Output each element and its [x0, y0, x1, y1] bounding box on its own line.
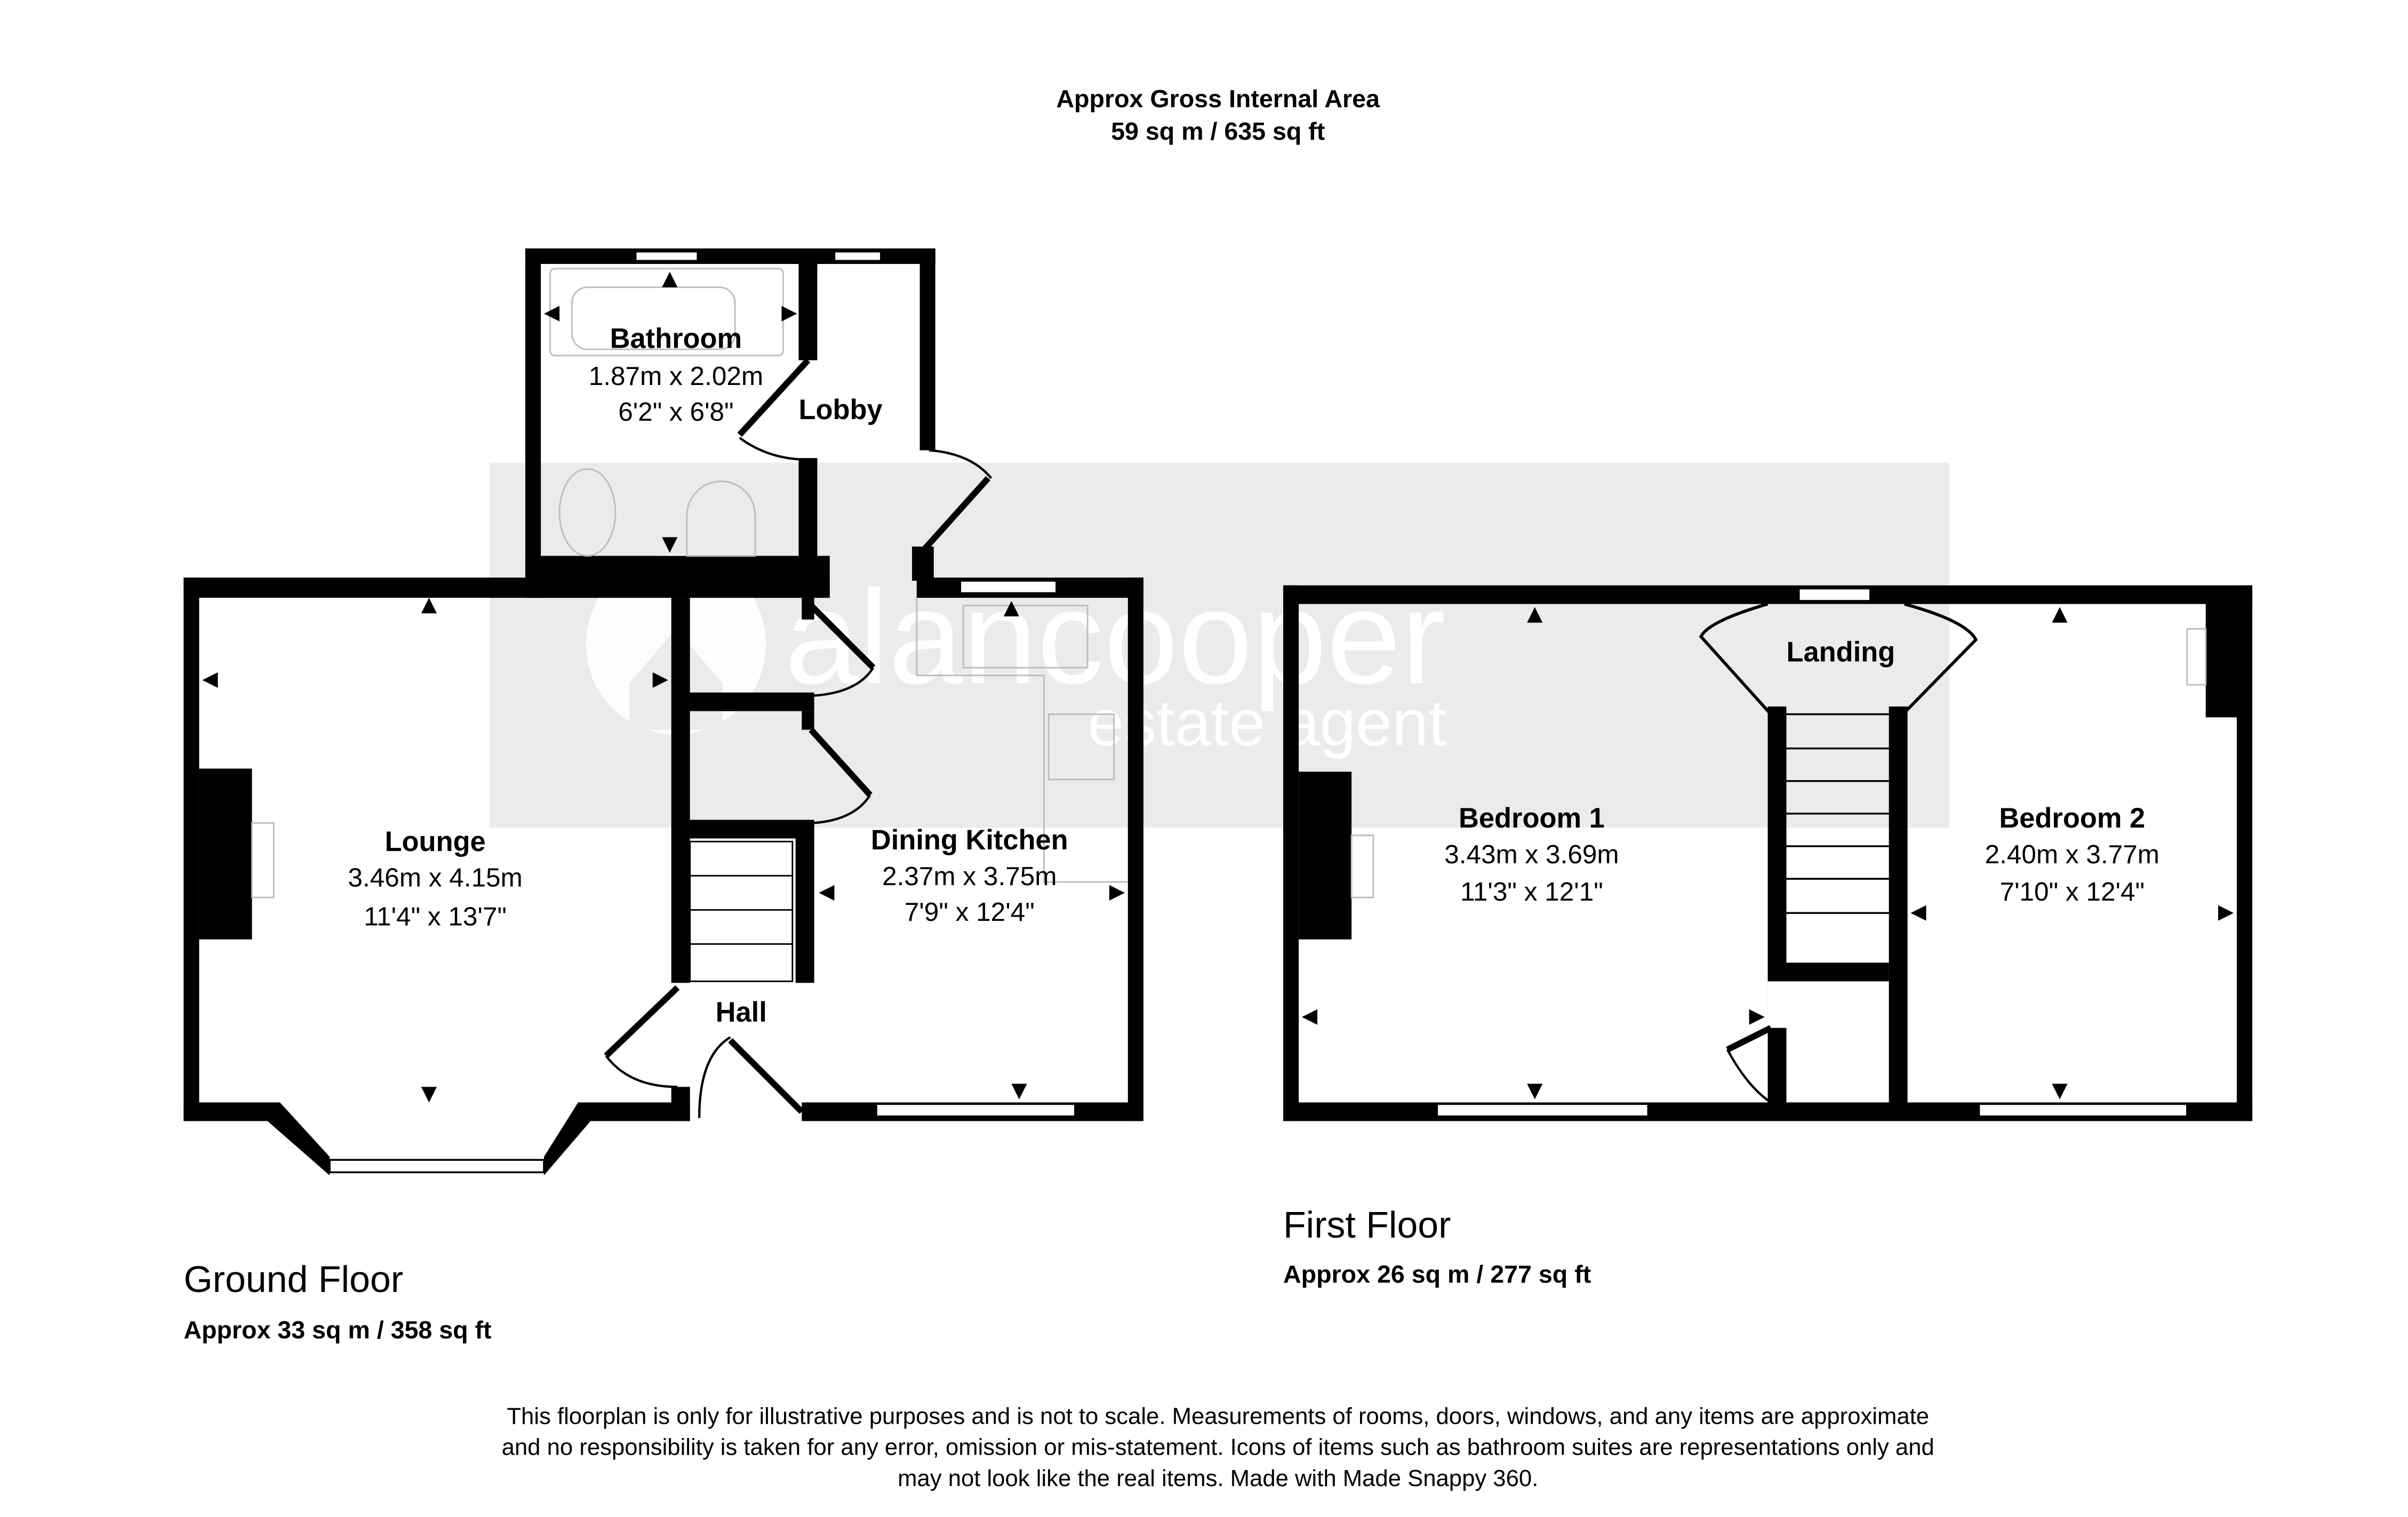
- first-floor-plan: Bedroom 1 3.43m x 3.69m 11'3" x 12'1" La…: [1283, 585, 2253, 1121]
- room-metric: 2.37m x 3.75m: [882, 862, 1057, 891]
- ground-floor-area: Approx 33 sq m / 358 sq ft: [183, 1316, 491, 1344]
- room-imperial: 11'3" x 12'1": [1460, 877, 1603, 906]
- total-area: 59 sq m / 635 sq ft: [1111, 117, 1325, 145]
- room-name: Dining Kitchen: [871, 825, 1068, 856]
- watermark-tagline: estate agent: [1087, 686, 1446, 759]
- sink-icon: [686, 480, 756, 557]
- room-imperial: 7'10" x 12'4": [2000, 877, 2145, 906]
- room-metric: 3.43m x 3.69m: [1444, 840, 1619, 869]
- room-name: Bedroom 2: [1999, 803, 2145, 834]
- room-name: Landing: [1787, 637, 1895, 668]
- room-imperial: 7'9" x 12'4": [905, 897, 1035, 927]
- window: [875, 1103, 1076, 1118]
- room-imperial: 6'2" x 6'8": [618, 397, 733, 427]
- room-name: Lobby: [798, 395, 882, 426]
- room-metric: 2.40m x 3.77m: [1985, 840, 2159, 869]
- window: [1798, 587, 1871, 602]
- disclaimer-line: may not look like the real items. Made w…: [898, 1465, 1538, 1491]
- watermark: alancooper estate agent: [489, 462, 1950, 828]
- room-name: Lounge: [385, 826, 485, 857]
- chimney-breast: [2205, 600, 2237, 718]
- toilet-icon: [558, 468, 617, 557]
- room-metric: 1.87m x 2.02m: [589, 362, 763, 391]
- room-metric: 3.46m x 4.15m: [348, 863, 522, 893]
- bay-window: [329, 1159, 545, 1174]
- window: [833, 250, 882, 262]
- kitchen-sink-icon: [962, 605, 1089, 669]
- chimney-breast: [1299, 772, 1352, 940]
- first-floor-area: Approx 26 sq m / 277 sq ft: [1283, 1260, 1591, 1288]
- window: [1978, 1103, 2188, 1118]
- ground-floor-label: Ground Floor: [183, 1258, 403, 1300]
- chimney-breast: [199, 768, 252, 940]
- first-floor-label: First Floor: [1283, 1204, 1451, 1246]
- window: [959, 580, 1058, 595]
- ground-floor-plan: Bathroom 1.87m x 2.02m 6'2" x 6'8" Lobby…: [183, 248, 1143, 1176]
- disclaimer-line: This floorplan is only for illustrative …: [507, 1403, 1929, 1429]
- window: [634, 250, 699, 262]
- room-name: Bathroom: [610, 323, 742, 354]
- hob-icon: [1047, 713, 1115, 781]
- area-title: Approx Gross Internal Area: [1056, 85, 1380, 113]
- worktop: [916, 598, 1128, 883]
- window: [1436, 1103, 1650, 1118]
- room-name: Hall: [716, 997, 767, 1028]
- room-name: Bedroom 1: [1459, 803, 1605, 834]
- disclaimer-line: and no responsibility is taken for any e…: [502, 1434, 1934, 1460]
- room-imperial: 11'4" x 13'7": [364, 902, 507, 932]
